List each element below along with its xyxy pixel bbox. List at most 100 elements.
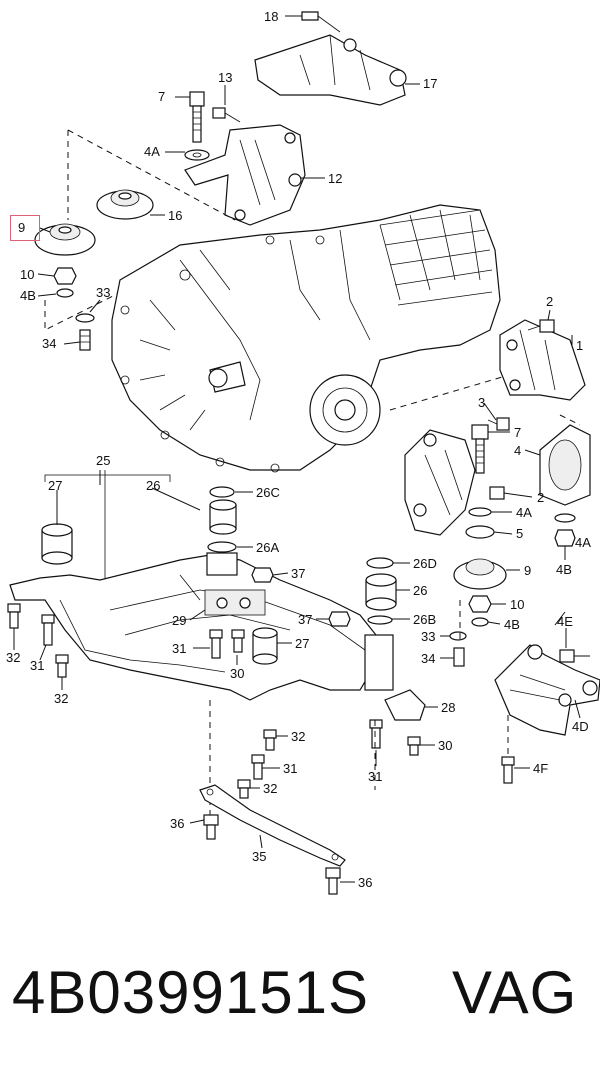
callout-29: 29 (172, 613, 186, 628)
leader-lines (13, 15, 590, 883)
callout-34: 34 (421, 651, 435, 666)
callout-7: 7 (158, 89, 165, 104)
brand-label: VAG (452, 959, 578, 1026)
callout-4b: 4B (556, 562, 572, 577)
callout-27: 27 (295, 636, 309, 651)
bolt-18 (301, 11, 341, 33)
washer-33-left (75, 313, 95, 323)
bracket-12 (184, 124, 306, 226)
callout-31: 31 (368, 769, 382, 784)
callout-9: 9 (524, 563, 531, 578)
mount-9-right (453, 558, 507, 590)
callout-37: 37 (298, 612, 312, 627)
callout-4f: 4F (533, 761, 548, 776)
bolt-32-lower (237, 779, 251, 799)
bolt-31-right (369, 719, 383, 749)
callout-27: 27 (48, 478, 62, 493)
bolt-32-left2 (55, 654, 69, 678)
nut-4b-far-right (554, 529, 576, 547)
callout-7: 7 (514, 425, 521, 440)
bolt-32-left (7, 603, 21, 629)
callout-13: 13 (218, 70, 232, 85)
callout-32: 32 (6, 650, 20, 665)
spacer-5 (465, 525, 495, 539)
bolt-34-left (79, 329, 91, 351)
bracket-1 (499, 319, 586, 401)
bolt-30-center (231, 629, 245, 653)
rear-mount-bracket-17 (254, 34, 407, 106)
callout-30: 30 (230, 666, 244, 681)
callout-33: 33 (96, 285, 110, 300)
bolt-36-left (203, 814, 219, 840)
callout-4: 4 (514, 443, 521, 458)
callout-33: 33 (421, 629, 435, 644)
bolt-2-upper (527, 319, 555, 333)
callout-4d: 4D (572, 719, 589, 734)
washer-4a-far-right (554, 513, 576, 523)
callout-26a: 26A (256, 540, 279, 555)
callout-4a: 4A (575, 535, 591, 550)
callout-34: 34 (42, 336, 56, 351)
bushing-26-left (206, 486, 238, 576)
callout-4e: 4E (557, 614, 573, 629)
washer-4b-right (471, 617, 489, 627)
washer-4a-right (468, 507, 492, 517)
bolt-34-right (453, 647, 465, 667)
callout-25: 25 (96, 453, 110, 468)
bolt-36-right (325, 867, 341, 895)
nut-37-left (251, 567, 274, 583)
washer-4a-upper (184, 149, 210, 161)
callout-10: 10 (510, 597, 524, 612)
callout-26: 26 (413, 583, 427, 598)
callout-32: 32 (291, 729, 305, 744)
callout-31: 31 (172, 641, 186, 656)
washer-4b-left (56, 288, 74, 298)
bracket-4d (494, 644, 600, 736)
bushing-27-left (41, 523, 73, 565)
callout-2: 2 (546, 294, 553, 309)
part-number: 4B0399151S (12, 959, 369, 1026)
bolt-32-center (263, 729, 277, 751)
callout-36: 36 (358, 875, 372, 890)
bolt-7-upper (189, 91, 205, 143)
bolt-13 (212, 107, 241, 123)
callout-37: 37 (291, 566, 305, 581)
callout-17: 17 (423, 76, 437, 91)
callout-4a: 4A (516, 505, 532, 520)
subframe-25 (9, 554, 381, 701)
callout-35: 35 (252, 849, 266, 864)
callout-32: 32 (263, 781, 277, 796)
bolt-4e (559, 649, 575, 663)
callout-4b: 4B (20, 288, 36, 303)
callout-28: 28 (441, 700, 455, 715)
part-9-highlight-box (10, 215, 40, 241)
brace-35 (199, 784, 346, 867)
callout-2: 2 (537, 490, 544, 505)
callout-31: 31 (283, 761, 297, 776)
callout-12: 12 (328, 171, 342, 186)
mount-4-right (539, 424, 591, 506)
callout-5: 5 (516, 526, 523, 541)
callout-32: 32 (54, 691, 68, 706)
callout-30: 30 (438, 738, 452, 753)
callout-31: 31 (30, 658, 44, 673)
callout-18: 18 (264, 9, 278, 24)
bushing-26-right (364, 557, 397, 691)
nut-10-right (468, 595, 492, 613)
callout-26b: 26B (413, 612, 436, 627)
bolt-4f (501, 756, 515, 784)
callout-1: 1 (576, 338, 583, 353)
washer-33-right (449, 631, 467, 641)
gearbox-housing (111, 204, 501, 473)
callout-26c: 26C (256, 485, 280, 500)
callout-10: 10 (20, 267, 34, 282)
callout-labels: 18 17 7 13 4A 12 16 9 10 4B 33 34 2 1 3 … (6, 9, 591, 890)
nut-37-right (328, 611, 351, 627)
bolt-30-right (407, 736, 421, 756)
bracket-28 (384, 689, 426, 721)
callout-16: 16 (168, 208, 182, 223)
bolt-3 (487, 417, 510, 431)
callout-3: 3 (478, 395, 485, 410)
bushing-27-center (252, 627, 278, 665)
mount-16 (96, 189, 154, 220)
